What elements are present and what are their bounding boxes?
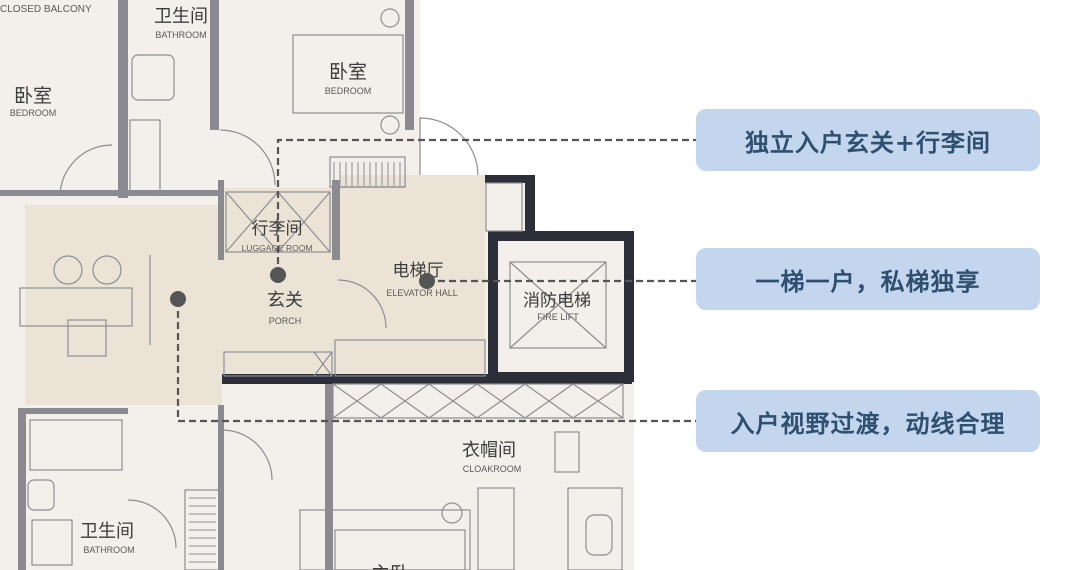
callout-view-transition-text: 入户视野过渡，动线合理 (730, 409, 1006, 438)
callout-view-transition: 入户视野过渡，动线合理 (696, 390, 1040, 452)
marker-dot-luggage (270, 267, 286, 283)
white-exterior-2 (535, 175, 634, 233)
leader-lines (176, 138, 696, 423)
callout-private-lift: 一梯一户，私梯独享 (696, 248, 1040, 310)
walls (0, 0, 414, 570)
elevator-label-en: ELEVATOR HALL (386, 288, 458, 298)
core-walls (222, 175, 634, 384)
balcony-label-en: CLOSED BALCONY (0, 4, 92, 15)
bath-bot-label-en: BATHROOM (83, 545, 134, 555)
cloak-label-en: CLOAKROOM (463, 464, 522, 474)
bed-left-label-cn: 卧室 (14, 85, 52, 107)
bed-mid-label-cn: 卧室 (329, 61, 367, 83)
fire-lift-label-cn: 消防电梯 (523, 291, 591, 311)
bath-bot-label-cn: 卫生间 (80, 521, 134, 542)
fire-lift-label-en: FIRE LIFT (537, 312, 579, 322)
bath-top-label-en: BATHROOM (155, 30, 206, 40)
bed-left-label-en: BEDROOM (10, 108, 57, 118)
porch-label-en: PORCH (269, 316, 302, 326)
leader-line-1 (276, 138, 696, 275)
leader-line-3 (176, 300, 696, 423)
bed-mid-label-en: BEDROOM (325, 86, 372, 96)
marker-dot-porch (170, 291, 186, 307)
bath-top-label-cn: 卫生间 (154, 6, 208, 27)
callout-entry-luggage: 独立入户玄关+行李间 (696, 109, 1040, 171)
master-label-cn: 主卧 (371, 563, 409, 570)
white-exterior (420, 0, 634, 175)
elevator-label-cn: 电梯厅 (393, 261, 444, 281)
entry-highlight-zone (25, 175, 485, 405)
cloak-label-cn: 衣帽间 (462, 440, 516, 461)
callout-private-lift-text: 一梯一户，私梯独享 (755, 267, 981, 296)
marker-dot-elevator (419, 273, 435, 289)
closet-hatch (189, 162, 401, 563)
callout-entry-luggage-text: 独立入户玄关+行李间 (744, 128, 992, 157)
porch-label-cn: 玄关 (267, 290, 303, 311)
